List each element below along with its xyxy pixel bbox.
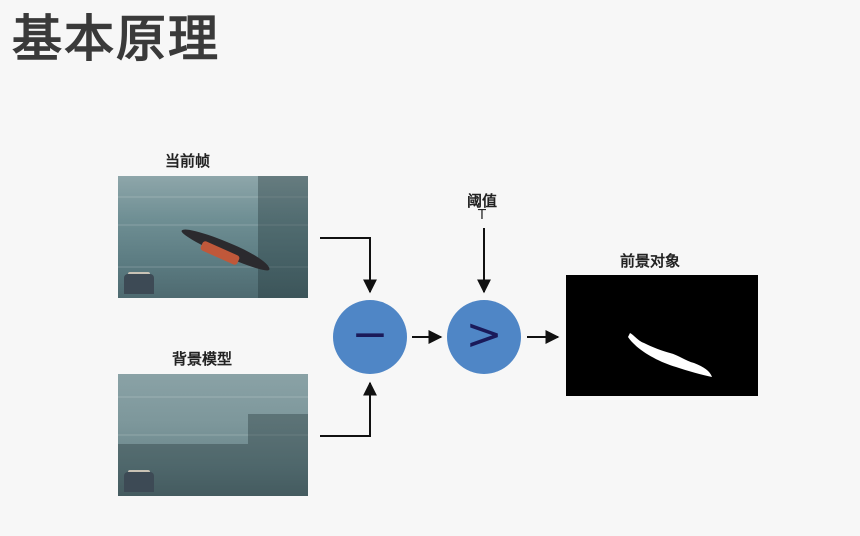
minus-symbol: −: [351, 309, 389, 360]
threshold-symbol: T: [478, 208, 486, 223]
subtract-operator: −: [333, 300, 407, 374]
foreground-label: 前景对象: [620, 252, 681, 270]
greater-than-symbol: >: [465, 309, 503, 360]
background-model-image: [118, 374, 308, 496]
foreground-mask-image: [566, 275, 758, 396]
current-frame-image: [118, 176, 308, 298]
page-title: 基本原理: [12, 10, 220, 68]
background-model-label: 背景模型: [172, 350, 233, 368]
compare-operator: >: [447, 300, 521, 374]
dock: [124, 274, 154, 294]
foreground-blob: [628, 333, 712, 377]
current-frame-label: 当前帧: [165, 152, 211, 170]
threshold-label: 阈值: [467, 192, 498, 210]
arrow-current-to-subtract: [320, 237, 377, 294]
dock: [124, 472, 154, 492]
arrow-background-to-subtract: [320, 381, 377, 437]
